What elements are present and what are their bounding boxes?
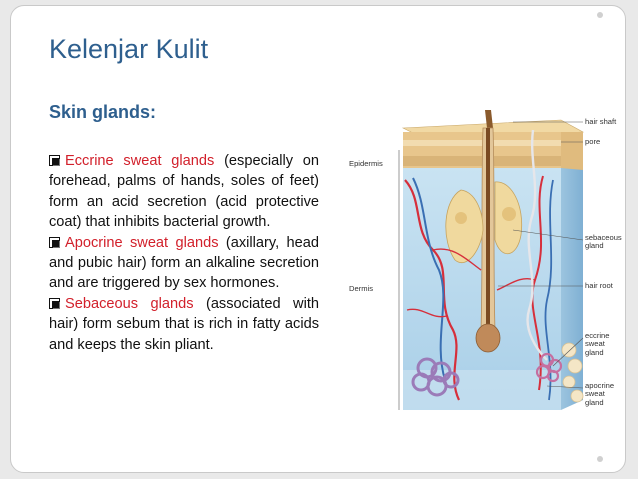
slide-title: Kelenjar Kulit — [49, 34, 209, 64]
bullet-item-eccrine: Eccrine sweat glands (especially on fore… — [49, 151, 319, 233]
slide-subtitle: Skin glands: — [49, 102, 157, 122]
skin-diagram: Epidermis Dermis hair shaft pore sebaceo… — [343, 110, 633, 430]
slide-corner-decoration — [597, 456, 603, 462]
term-eccrine: Eccrine sweat glands — [65, 153, 215, 169]
label-apocrine-line2: sweat — [585, 389, 605, 399]
skin-cross-section-illustration — [398, 110, 585, 410]
label-eccrine-line1: eccrine — [585, 331, 610, 340]
label-dermis: Dermis — [349, 284, 374, 293]
checkbox-bullet-icon — [49, 155, 60, 166]
term-apocrine: Apocrine sweat glands — [65, 234, 219, 251]
bullet-item-apocrine: Apocrine sweat glands (axillary, head an… — [49, 233, 319, 294]
checkbox-bullet-icon — [49, 236, 60, 248]
slide: Kelenjar Kulit Skin glands: Eccrine swea… — [10, 5, 626, 473]
term-sebaceous: Sebaceous glands — [65, 295, 194, 312]
label-sebaceous-line2: gland — [585, 241, 604, 251]
label-sebaceous-line1: sebaceous — [585, 233, 622, 242]
description-sebaceous: (associated with hair) form sebum that i… — [49, 295, 319, 353]
checkbox-bullet-icon — [49, 297, 60, 309]
label-apocrine-line1: apocrine — [585, 381, 615, 390]
description-apocrine: (axillary, head and pubic hair) form an … — [49, 234, 319, 292]
slide-corner-decoration — [597, 12, 603, 18]
bullet-item-sebaceous: Sebaceous glands (associated with hair) … — [49, 294, 319, 355]
label-pore: pore — [585, 137, 601, 146]
label-hair-shaft: hair shaft — [585, 117, 617, 126]
label-eccrine-line3: gland — [585, 347, 604, 357]
label-epidermis: Epidermis — [349, 159, 383, 168]
description-eccrine: (especially on forehead, palms of hands,… — [49, 153, 319, 231]
label-eccrine-line2: sweat — [585, 339, 605, 349]
label-hair-root: hair root — [585, 281, 613, 290]
bullet-list: Eccrine sweat glands (especially on fore… — [49, 151, 319, 355]
label-apocrine-line3: gland — [585, 397, 604, 407]
